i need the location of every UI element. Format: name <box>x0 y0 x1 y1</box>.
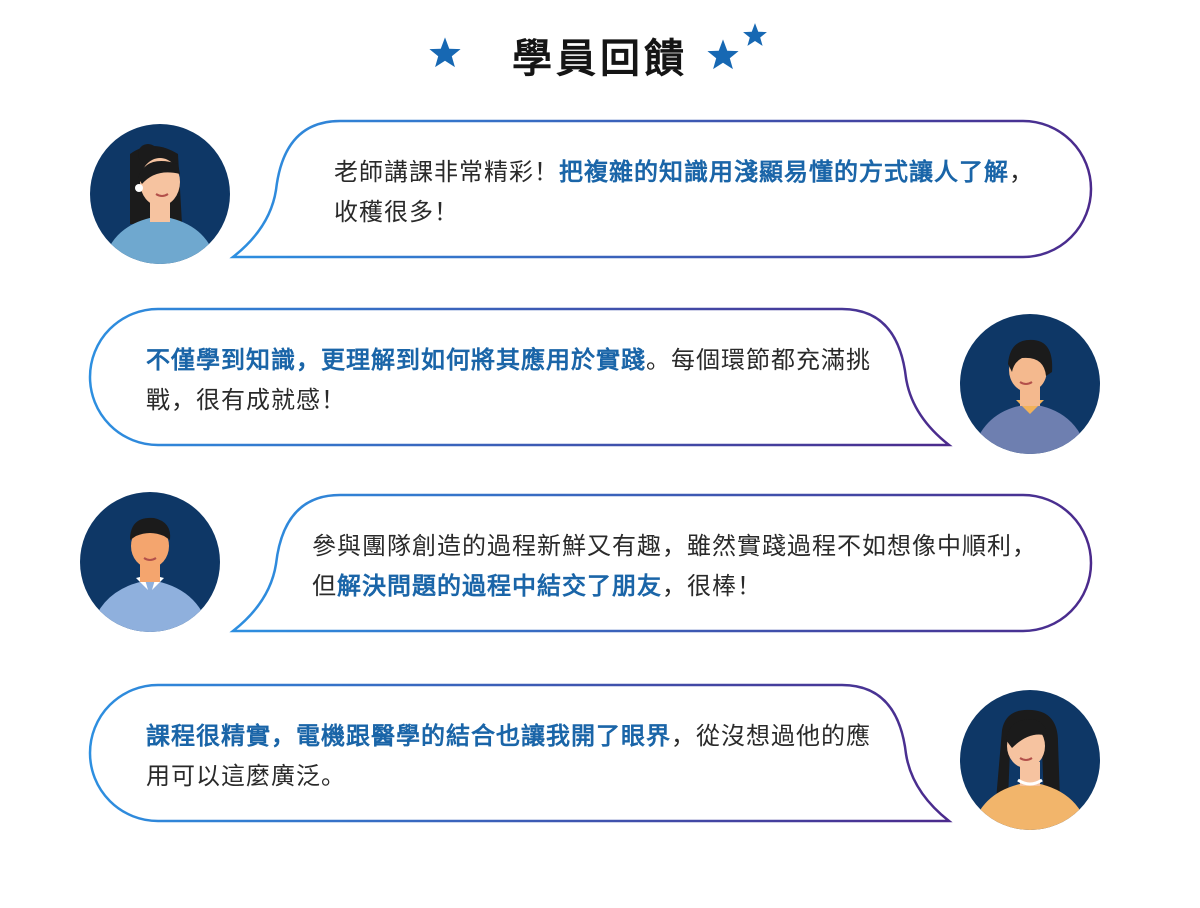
woman-avatar-icon <box>90 124 230 264</box>
review-text: 老師講課非常精彩！把複雜的知識用淺顯易懂的方式讓人了解，收穫很多！ <box>334 158 1034 226</box>
star-icon <box>707 39 739 70</box>
star-icon <box>429 37 461 68</box>
page-title: 學員回饋 <box>512 36 688 82</box>
man-avatar-icon <box>960 314 1100 454</box>
review-text: 參與團隊創造的過程新鮮又有趣，雖然實踐過程不如想像中順利，但解決問題的過程中結交… <box>312 532 1037 600</box>
review-bubble: 參與團隊創造的過程新鮮又有趣，雖然實踐過程不如想像中順利，但解決問題的過程中結交… <box>228 492 1096 638</box>
review-bubble: 不僅學到知識，更理解到如何將其應用於實踐。每個環節都充滿挑戰，很有成就感！ <box>86 306 954 452</box>
review-bubble: 老師講課非常精彩！把複雜的知識用淺顯易懂的方式讓人了解，收穫很多！ <box>228 118 1096 264</box>
star-icon <box>743 23 767 46</box>
woman-avatar-icon <box>960 690 1100 830</box>
man-avatar-icon <box>80 492 220 632</box>
header: 學員回饋 <box>0 18 1200 88</box>
review-text: 不僅學到知識，更理解到如何將其應用於實踐。每個環節都充滿挑戰，很有成就感！ <box>146 346 871 414</box>
review-text: 課程很精實，電機跟醫學的結合也讓我開了眼界，從沒想過他的應用可以這麼廣泛。 <box>146 722 871 790</box>
review-bubble: 課程很精實，電機跟醫學的結合也讓我開了眼界，從沒想過他的應用可以這麼廣泛。 <box>86 682 954 828</box>
